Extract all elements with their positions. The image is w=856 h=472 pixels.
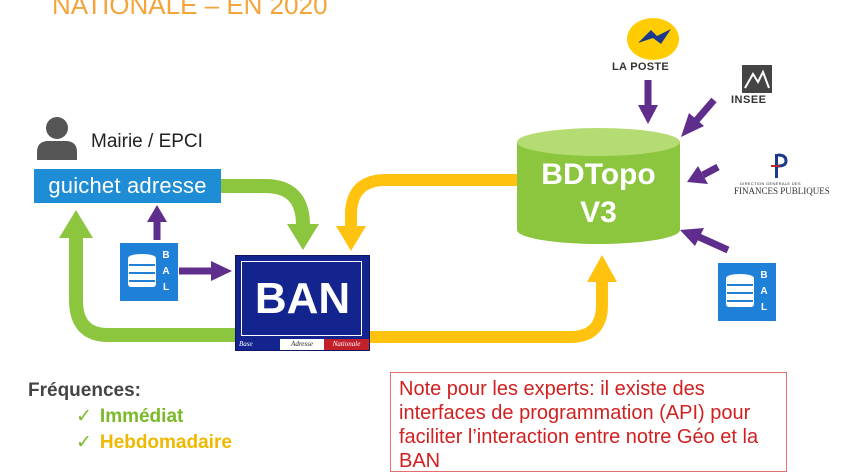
user-icon: [37, 117, 77, 160]
arrow-ban-to-guichet: [69, 236, 236, 342]
ban-sub-nationale: Nationale: [324, 339, 369, 350]
frequence-item: ✓ Hebdomadaire: [76, 431, 232, 454]
bal-letter: B: [162, 250, 170, 261]
check-icon: ✓: [76, 432, 92, 453]
frequences-title: Fréquences:: [28, 380, 141, 401]
insee-label: INSEE: [731, 94, 767, 106]
ban-logo: BAN Base Adresse Nationale: [235, 255, 370, 351]
arrow-bal-to-ban-head: [211, 261, 232, 281]
ban-sub-base: Base: [236, 339, 280, 350]
bal-letter: A: [760, 286, 768, 297]
laposte-logo-icon: [627, 18, 679, 60]
flow-arrows: [59, 80, 730, 343]
arrow-bdtopo-to-ban-head: [336, 226, 366, 251]
bdtopo-version: V3: [580, 196, 617, 229]
dgfip-logo-icon: [771, 153, 788, 178]
bdtopo-label: BDTopo: [541, 158, 656, 191]
arrow-dgfip-to-bdtopo: [701, 163, 720, 179]
ban-logo-frame: BAN: [241, 261, 362, 336]
arrow-ban-to-bdtopo: [370, 280, 608, 343]
arrow-ban-to-bdtopo-head: [587, 255, 617, 282]
arrow-bal-right-to-bdtopo-head: [680, 228, 704, 246]
arrow-insee-to-bdtopo: [692, 97, 717, 125]
check-icon: ✓: [76, 406, 92, 427]
expert-note: Note pour les experts: il existe des int…: [390, 372, 787, 472]
arrow-bdtopo-to-ban: [345, 174, 517, 228]
dgfip-label: FINANCES PUBLIQUES: [734, 186, 830, 196]
bal-letter: B: [760, 270, 768, 281]
bal-box-right: B A L: [718, 263, 776, 321]
frequence-label: Immédiat: [99, 406, 184, 427]
arrow-bal-right-to-bdtopo: [697, 233, 730, 254]
frequence-item: ✓ Immédiat: [76, 405, 183, 428]
bal-letter: L: [760, 302, 768, 313]
arrow-ban-to-guichet-head: [59, 210, 93, 238]
frequence-label: Hebdomadaire: [99, 432, 232, 453]
ban-subtitle: Base Adresse Nationale: [236, 339, 369, 350]
dgfip-direction-label: DIRECTION GÉNÉRALE DES: [740, 181, 801, 186]
page-title: NATIONALE – EN 2020: [52, 0, 328, 20]
arrow-insee-to-bdtopo-head: [681, 113, 704, 137]
database-icon: [128, 254, 156, 287]
bdtopo-cylinder: [517, 128, 680, 245]
arrow-guichet-to-ban: [221, 179, 310, 226]
ban-label: BAN: [254, 274, 351, 323]
arrow-laposte-to-bdtopo-head: [638, 105, 658, 124]
bal-box-left: B A L: [120, 243, 178, 301]
arrow-guichet-to-ban-head: [287, 224, 319, 250]
insee-logo-icon: [742, 65, 772, 93]
database-icon: [726, 274, 754, 307]
guichet-adresse-logo: guichet adresse: [34, 169, 221, 203]
arrow-dgfip-to-bdtopo-head: [687, 166, 708, 184]
mairie-label: Mairie / EPCI: [91, 131, 203, 152]
arrow-bal-to-guichet-head: [147, 205, 167, 222]
bal-letter: L: [162, 282, 170, 293]
laposte-label: LA POSTE: [612, 61, 669, 73]
bal-letter: A: [162, 266, 170, 277]
ban-sub-adresse: Adresse: [280, 339, 324, 350]
